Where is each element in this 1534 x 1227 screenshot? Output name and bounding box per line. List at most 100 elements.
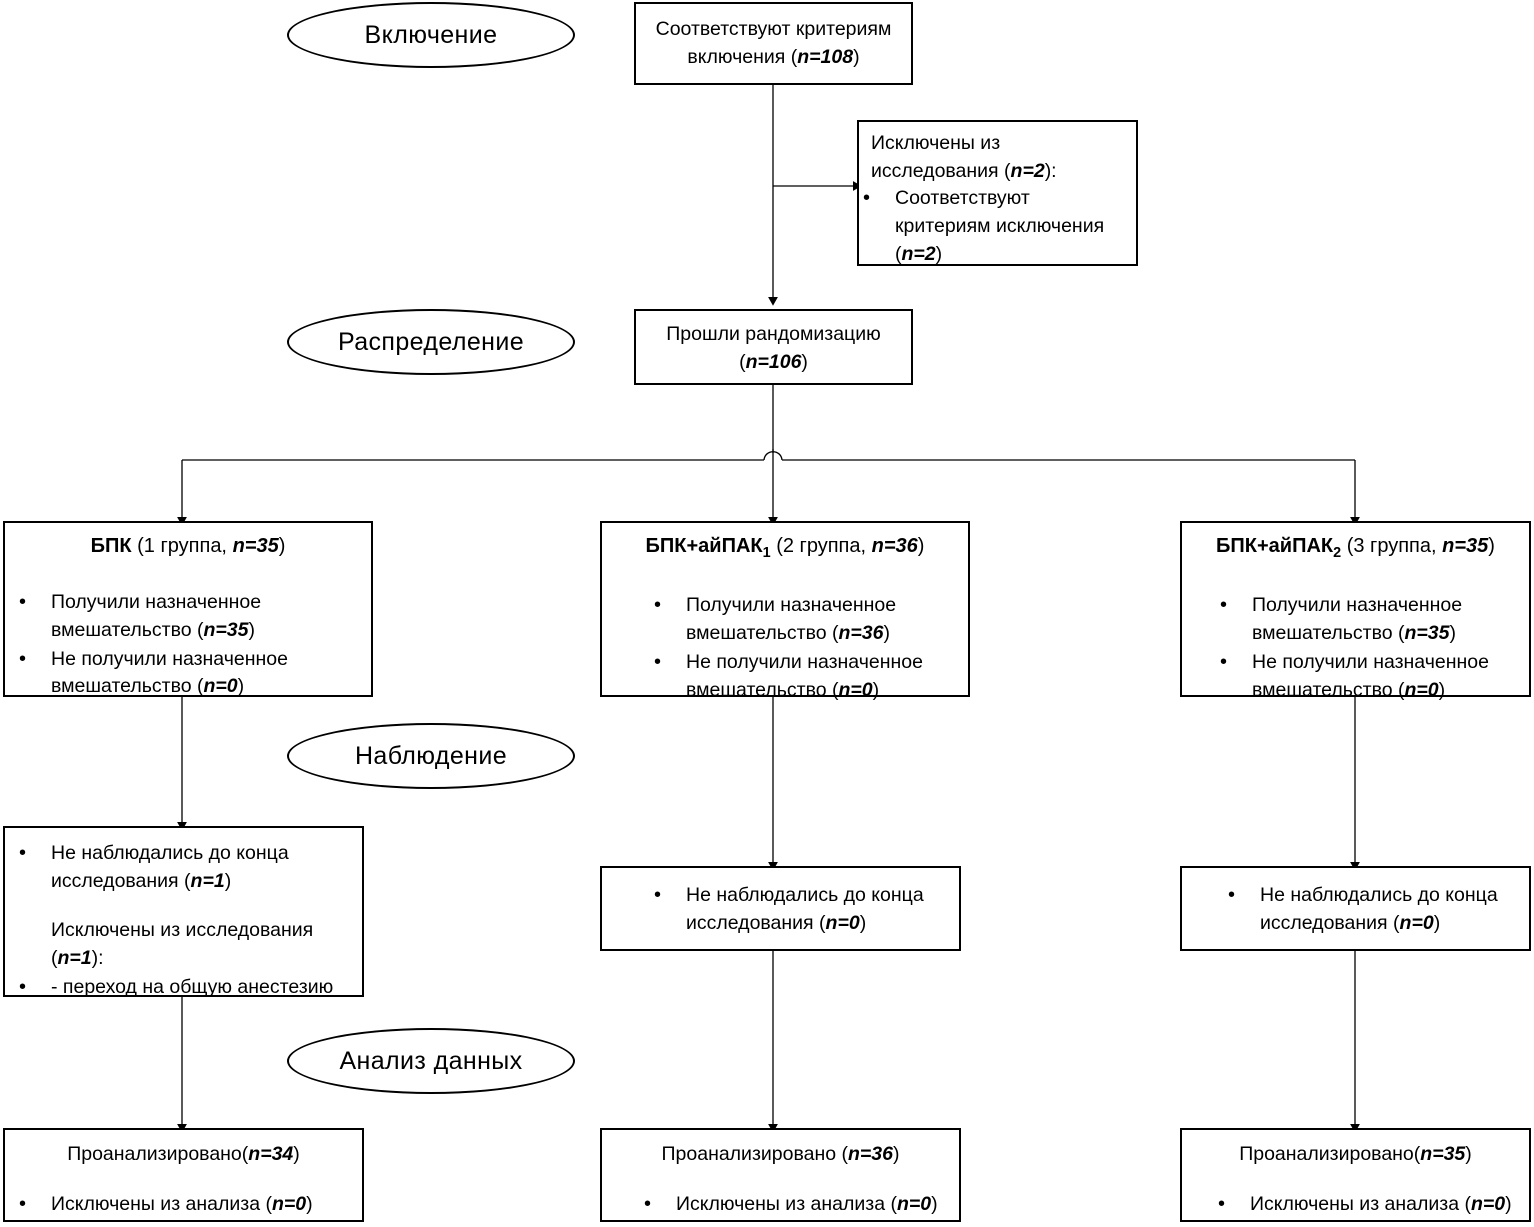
node-analysis-1: Проанализировано(n=34) Исключены из анал… [3,1128,364,1222]
stage-ellipse-enrollment: Включение [287,2,575,68]
analysis-2-excluded-prefix: Исключены из анализа ( [676,1192,897,1215]
group-2-bullet-1-suffix: ) [872,678,880,701]
analysis-3-excluded-suffix: ) [1505,1192,1512,1215]
analysis-3-analyzed-prefix: Проанализировано( [1239,1143,1421,1165]
followup-1-bullet-lost: Не наблюдались до конца исследования (n=… [5,839,362,895]
group-2-header: БПК+айПАК1 (2 группа, n=36) [602,523,968,563]
group-3-header: БПК+айПАК2 (3 группа, n=35) [1182,523,1529,563]
group-2-bullet-0-text: Получили назначенное вмешательство ( [686,594,897,645]
group-1-bullet-1-count: n=0 [203,675,238,698]
group-1-bullet-received: Получили назначенное вмешательство (n=35… [5,588,371,644]
group-2-count: n=36 [871,535,918,557]
group-1-bullet-0-text: Получили назначенное вмешательство ( [51,591,262,642]
group-1-header-prefix: (1 группа, [131,535,233,557]
node-group-1: БПК (1 группа, n=35) Получили назначенно… [3,521,373,697]
group-1-header: БПК (1 группа, n=35) [5,523,371,560]
followup-3-lost-suffix: ) [1433,911,1441,934]
followup-2-lost-suffix: ) [859,911,867,934]
analysis-1-analyzed-suffix: ) [293,1143,300,1165]
group-3-header-suffix: ) [1488,535,1495,557]
analysis-2-analyzed-prefix: Проанализировано ( [661,1143,848,1165]
randomized-line-2-suffix: ) [801,350,808,373]
excluded-bullet-criteria: Соответствуют критериям исключения (n=2) [849,184,1136,268]
group-3-name: БПК+айПАК [1216,535,1334,557]
group-3-name-wrap: БПК+айПАК2 [1216,535,1341,561]
analysis-3-analyzed: Проанализировано(n=35) [1182,1130,1529,1169]
analysis-1-excluded-suffix: ) [306,1192,313,1215]
followup-1-excluded-text: Исключены из исследования (n=1): [5,917,362,972]
followup-2-lost-count: n=0 [825,911,860,934]
group-1-name: БПК [90,535,132,557]
group-2-name-wrap: БПК+айПАК1 [646,535,771,561]
group-2-subscript: 1 [762,545,771,561]
group-2-bullet-0-count: n=36 [838,622,884,645]
followup-1-lost-count: n=1 [190,869,225,892]
eligible-count: n=108 [797,45,854,68]
analysis-1-bullet-excluded: Исключены из анализа (n=0) [5,1190,362,1219]
followup-3-lost-prefix: исследования ( [1260,911,1400,934]
followup-2-lost-prefix: исследования ( [686,911,826,934]
stage-label-enrollment: Включение [364,20,498,49]
group-3-bullet-0-text: Получили назначенное вмешательство ( [1252,594,1463,645]
analysis-1-analyzed-prefix: Проанализировано( [67,1143,249,1165]
group-1-bullet-0-suffix: ) [248,619,255,642]
eligible-line-2-prefix: включения ( [687,45,798,68]
node-followup-2: Не наблюдались до конца исследования (n=… [600,866,961,951]
analysis-1-excluded-count: n=0 [271,1192,307,1215]
eligible-line-2-suffix: ) [853,45,860,68]
node-analysis-3: Проанализировано(n=35) Исключены из анал… [1180,1128,1531,1222]
group-3-header-prefix: (3 группа, [1341,535,1443,557]
node-followup-3: Не наблюдались до конца исследования (n=… [1180,866,1531,951]
followup-1-lost-suffix: ) [224,869,232,892]
analysis-2-excluded-count: n=0 [896,1192,932,1215]
group-3-bullet-0-suffix: ) [1449,622,1456,645]
excluded-bullet-line-1: Соответствуют [895,187,1030,210]
group-2-bullet-received: Получили назначенное вмешательство (n=36… [640,591,968,647]
analysis-3-analyzed-count: n=35 [1420,1143,1466,1165]
group-1-bullet-1-text: Не получили назначенное вмешательство ( [51,647,288,698]
analysis-1-analyzed: Проанализировано(n=34) [5,1130,362,1169]
followup-1-lost-prefix: исследования ( [51,869,191,892]
group-1-count: n=35 [232,535,279,557]
analysis-3-excluded-prefix: Исключены из анализа ( [1250,1192,1471,1215]
followup-1-excluded-prefix: ( [51,947,58,970]
randomized-line-2-prefix: ( [739,350,746,373]
followup-3-bullet-lost: Не наблюдались до конца исследования (n=… [1214,881,1529,937]
group-2-bullet-not-received: Не получили назначенное вмешательство (n… [640,648,968,704]
eligible-line-1: Соответствуют критериям [655,18,892,40]
node-eligible: Соответствуют критериям включения (n=108… [634,2,913,85]
analysis-2-analyzed-count: n=36 [847,1143,893,1165]
excluded-bullet-n-prefix: ( [895,242,902,265]
excluded-line-2-prefix: исследования ( [871,159,1011,182]
group-3-bullet-1-text: Не получили назначенное вмешательство ( [1252,650,1489,701]
excluded-line-2-suffix: ): [1044,159,1057,182]
stage-ellipse-allocation: Распределение [287,309,575,375]
randomized-line-1: Прошли рандомизацию [666,323,881,345]
excluded-line-1: Исключены из [871,132,1001,154]
group-1-bullet-1-suffix: ) [237,675,245,698]
node-followup-1: Не наблюдались до конца исследования (n=… [3,826,364,1001]
group-3-bullet-0-count: n=35 [1404,622,1450,645]
stage-ellipse-followup: Наблюдение [287,723,575,789]
analysis-1-analyzed-count: n=34 [248,1143,294,1165]
analysis-2-analyzed: Проанализировано (n=36) [602,1130,959,1169]
analysis-2-bullet-excluded: Исключены из анализа (n=0) [630,1190,959,1219]
stage-ellipse-analysis: Анализ данных [287,1028,575,1094]
group-3-bullet-1-count: n=0 [1404,678,1439,701]
group-3-count: n=35 [1442,535,1489,557]
node-excluded: Исключены из исследования (n=2): Соответ… [857,120,1138,266]
group-2-header-prefix: (2 группа, [770,535,872,557]
followup-1-lost-line-1: Не наблюдались до конца [51,842,289,864]
node-group-2: БПК+айПАК1 (2 группа, n=36) Получили наз… [600,521,970,701]
followup-2-lost-line-1: Не наблюдались до конца [686,884,924,906]
followup-1-excluded-suffix: ): [91,947,104,970]
followup-3-lost-line-1: Не наблюдались до конца [1260,884,1498,906]
group-2-header-suffix: ) [917,535,925,557]
analysis-2-analyzed-suffix: ) [892,1143,900,1165]
analysis-2-excluded-suffix: ) [931,1192,938,1215]
analysis-3-analyzed-suffix: ) [1465,1143,1472,1165]
stage-label-analysis: Анализ данных [339,1046,523,1075]
group-1-bullet-not-received: Не получили назначенное вмешательство (n… [5,645,371,701]
randomized-count: n=106 [745,350,802,373]
